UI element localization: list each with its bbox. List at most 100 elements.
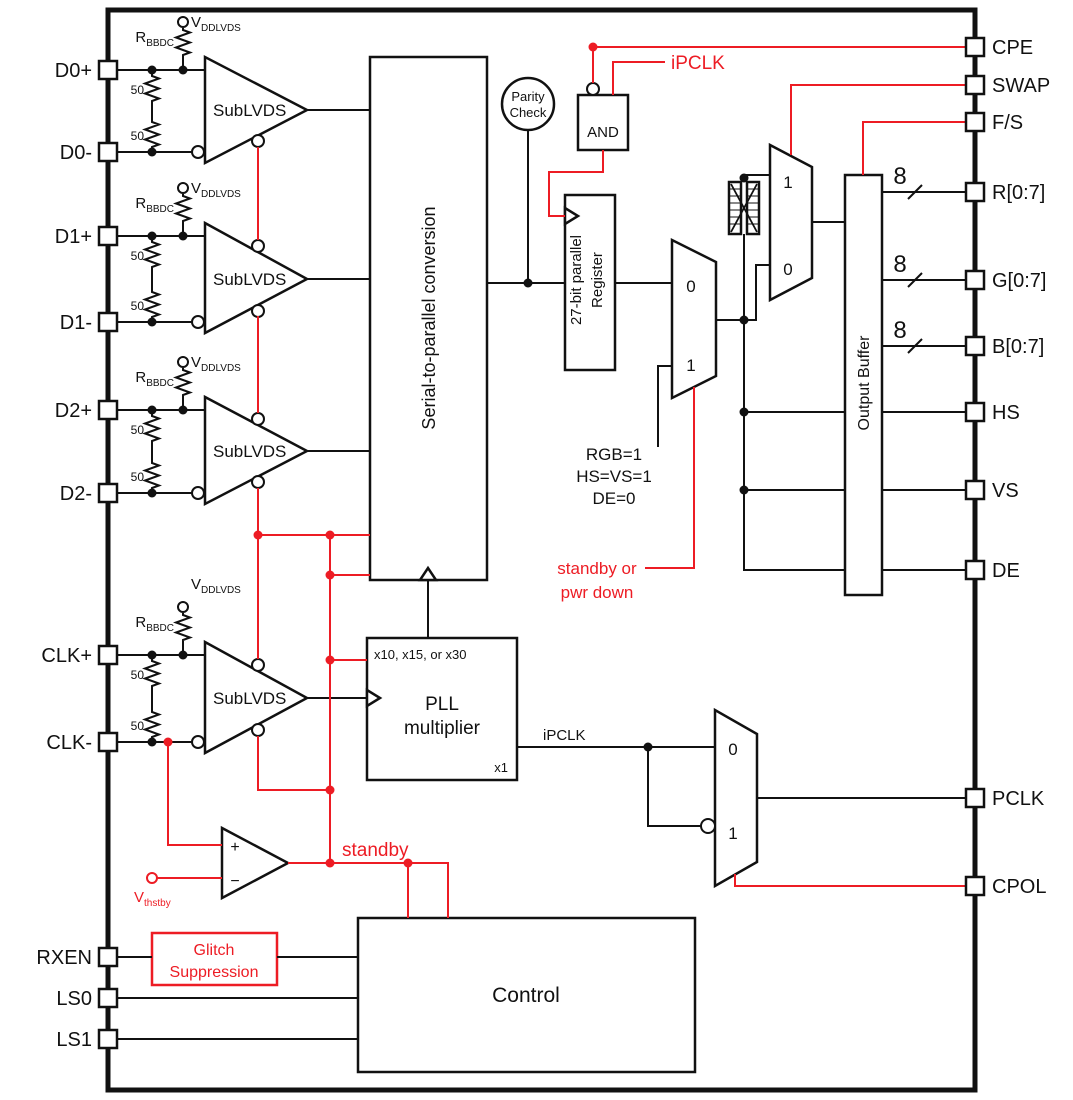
pin-swap xyxy=(964,74,986,96)
inverting-input-bubble xyxy=(191,735,205,749)
rgb-const-3: DE=0 xyxy=(593,489,636,508)
vddlvds-terminal xyxy=(177,16,189,28)
right-pins: CPE SWAP F/S R[0:7] G[0:7] B[0:7] HS VS … xyxy=(964,36,1050,898)
pin-de xyxy=(964,559,986,581)
pin-label: R[0:7] xyxy=(992,182,1045,204)
ipclk-top-wire xyxy=(612,61,665,95)
pin-label: CPOL xyxy=(992,876,1046,898)
pin-vs xyxy=(964,479,986,501)
pin-rxen xyxy=(97,946,119,968)
resistor-rbbdc xyxy=(175,612,191,644)
receiver-channel-d1: VDDLVDS RBBDC 50 50 SubLVDS xyxy=(117,180,370,336)
mux-input-1-label: 1 xyxy=(686,356,695,375)
crossbar-bar-right xyxy=(745,180,761,236)
vddlvds-label: VDDLVDS xyxy=(191,354,241,374)
rgb-const-1: RGB=1 xyxy=(586,445,642,464)
pin-d0-plus xyxy=(97,59,119,81)
pll-label-1: PLL xyxy=(425,694,459,715)
glitch-suppression-block: Glitch Suppression xyxy=(150,931,279,987)
sublvds-label: SubLVDS xyxy=(213,689,286,708)
receiver-channel-clk: VDDLVDS RBBDC 50 50 SubLVDS xyxy=(117,576,367,756)
resistor-value: 50 xyxy=(131,668,145,682)
pin-ls1 xyxy=(97,1028,119,1050)
serial-to-parallel-box xyxy=(368,55,489,582)
pin-cpe xyxy=(964,36,986,58)
ipclk-pll-label: iPCLK xyxy=(543,727,586,744)
mux-input-0-label: 0 xyxy=(686,277,695,296)
rbbdc-label: RBBDC xyxy=(135,369,174,389)
chip-outline xyxy=(105,7,978,1093)
termination-wires-clk xyxy=(151,643,184,742)
minus-input-label: − xyxy=(230,873,239,890)
pll-box xyxy=(365,636,519,782)
pll-block: x10, x15, or x30 PLL multiplier x1 xyxy=(365,636,519,782)
and-output-wire xyxy=(548,150,604,217)
pin-d1-minus xyxy=(97,311,119,333)
standby-output-wire xyxy=(288,862,449,918)
serial-to-parallel-block: Serial-to-parallel conversion xyxy=(368,55,489,638)
pin-r-bus xyxy=(964,181,986,203)
comparator-body xyxy=(220,825,291,901)
pin-label: RXEN xyxy=(36,947,92,969)
rgb-constant-wire xyxy=(657,365,672,447)
data-mux: 0 1 xyxy=(670,237,718,401)
rbbdc-label: RBBDC xyxy=(135,195,174,215)
pin-label: G[0:7] xyxy=(992,270,1046,292)
termination-wires-d1 xyxy=(151,224,184,322)
enable-bubble xyxy=(251,723,265,737)
resistor-value: 50 xyxy=(131,129,145,143)
resistor-50-top xyxy=(144,239,160,271)
rbbdc-label: RBBDC xyxy=(135,614,174,634)
pin-fs xyxy=(964,111,986,133)
ipclk-top-label: iPCLK xyxy=(671,53,725,74)
left-pins: D0+ D0- D1+ D1- D2+ D2- CLK+ CLK- RXEN L… xyxy=(36,59,119,1051)
sublvds-label: SubLVDS xyxy=(213,442,286,461)
termination-wires-d0 xyxy=(151,58,184,152)
receiver-channel-d2: VDDLVDS RBBDC 50 50 SubLVDS xyxy=(117,354,370,507)
pin-d2-minus xyxy=(97,482,119,504)
pin-label: LS1 xyxy=(56,1029,92,1051)
comparator-input-wires xyxy=(157,742,222,879)
resistor-value: 50 xyxy=(131,299,145,313)
parity-check-circle xyxy=(500,76,556,132)
plus-input-label: + xyxy=(230,839,239,856)
resistor-value: 50 xyxy=(131,470,145,484)
pin-label: D1+ xyxy=(55,226,92,248)
pin-hs xyxy=(964,401,986,423)
pin-ls0 xyxy=(97,987,119,1009)
resistor-value: 50 xyxy=(131,249,145,263)
vthstby-terminal xyxy=(146,872,158,884)
resistor-50-top xyxy=(144,73,160,105)
control-block: Control xyxy=(356,916,697,1074)
pll-output-wires xyxy=(517,746,966,827)
resistor-rbbdc xyxy=(175,193,191,225)
receiver-channel-d0: VDDLVDS RBBDC 50 50 SubLVDS xyxy=(117,14,370,166)
pclk-mux-body xyxy=(713,707,759,889)
pin-d2-plus xyxy=(97,399,119,421)
vddlvds-label: VDDLVDS xyxy=(191,180,241,200)
inverting-input-bubble xyxy=(191,145,205,159)
standby-pwr-2: pwr down xyxy=(561,583,634,602)
swap-mux-body xyxy=(768,142,814,303)
and-gate-box xyxy=(576,93,630,152)
control-input-wires xyxy=(117,956,358,1040)
pin-label: D2- xyxy=(60,483,92,505)
pin-label: VS xyxy=(992,480,1019,502)
swap-mux: 1 0 xyxy=(768,142,814,303)
standby-comparator: + − Vthstby xyxy=(134,825,291,909)
enable-bubble xyxy=(251,475,265,489)
standby-pwrdown-label: standby or pwr down xyxy=(557,559,637,602)
rbbdc-label: RBBDC xyxy=(135,29,174,49)
pll-label-2: multiplier xyxy=(404,718,481,739)
bus-width-b: 8 xyxy=(893,317,906,344)
pin-b-bus xyxy=(964,335,986,357)
pin-g-bus xyxy=(964,269,986,291)
bus-width-r: 8 xyxy=(893,163,906,190)
resistor-50-bottom xyxy=(144,460,160,492)
glitch-label-1: Glitch xyxy=(194,942,235,959)
and-gate-label: AND xyxy=(587,124,619,141)
pin-d0-minus xyxy=(97,141,119,163)
vddlvds-label: VDDLVDS xyxy=(191,576,241,596)
control-box xyxy=(356,916,697,1074)
